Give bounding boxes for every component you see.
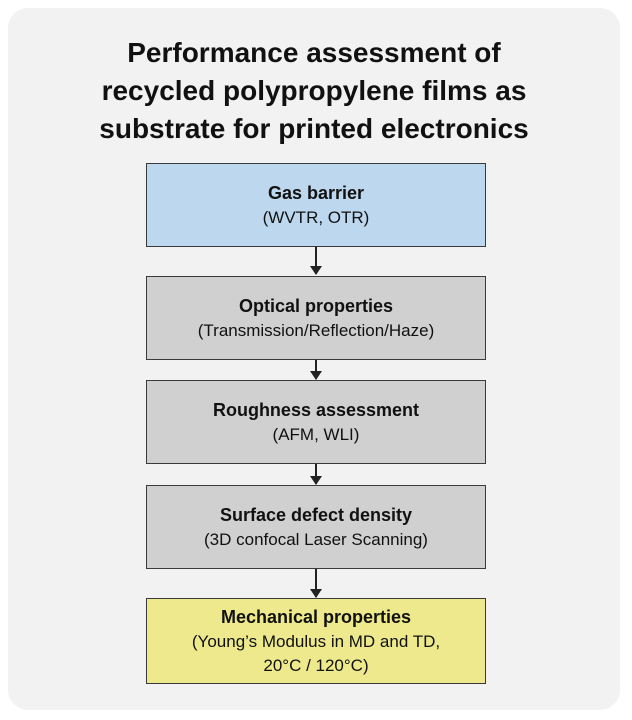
step-box-gas-barrier: Gas barrier (WVTR, OTR) xyxy=(146,163,486,247)
step-details: (WVTR, OTR) xyxy=(263,206,370,230)
flow-arrow xyxy=(310,360,322,380)
step-details: (3D confocal Laser Scanning) xyxy=(204,528,428,552)
step-box-surface-defect-density: Surface defect density (3D confocal Lase… xyxy=(146,485,486,569)
flow-arrow xyxy=(310,569,322,598)
step-detail-line: (WVTR, OTR) xyxy=(262,208,370,227)
step-heading: Roughness assessment xyxy=(212,400,420,420)
title-line-1: Performance assessment of xyxy=(127,37,501,68)
step-heading: Mechanical properties xyxy=(220,607,412,627)
step-details: (AFM, WLI) xyxy=(273,423,360,447)
step-detail-line: (3D confocal Laser Scanning) xyxy=(204,530,428,549)
step-details: (Transmission/Reflection/Haze) xyxy=(198,319,435,343)
step-detail-line: (Transmission/Reflection/Haze) xyxy=(197,321,435,340)
step-detail-line: 20°C / 120°C) xyxy=(263,656,369,675)
step-box-mechanical-properties: Mechanical properties (Young’s Modulus i… xyxy=(146,598,486,684)
step-detail-line: (Young’s Modulus in MD and TD, xyxy=(191,632,441,651)
step-box-optical-properties: Optical properties (Transmission/Reflect… xyxy=(146,276,486,360)
step-box-roughness-assessment: Roughness assessment (AFM, WLI) xyxy=(146,380,486,464)
diagram-title: Performance assessment of recycled polyp… xyxy=(8,34,620,148)
step-heading: Surface defect density xyxy=(219,505,413,525)
flow-arrow xyxy=(310,464,322,485)
flow-arrow xyxy=(310,247,322,275)
step-details: (Young’s Modulus in MD and TD, 20°C / 12… xyxy=(192,630,440,678)
step-detail-line: (AFM, WLI) xyxy=(272,425,360,444)
step-heading: Optical properties xyxy=(238,296,394,316)
title-line-3: substrate for printed electronics xyxy=(99,113,529,144)
title-line-2: recycled polypropylene films as xyxy=(101,75,527,106)
step-heading: Gas barrier xyxy=(267,183,365,203)
